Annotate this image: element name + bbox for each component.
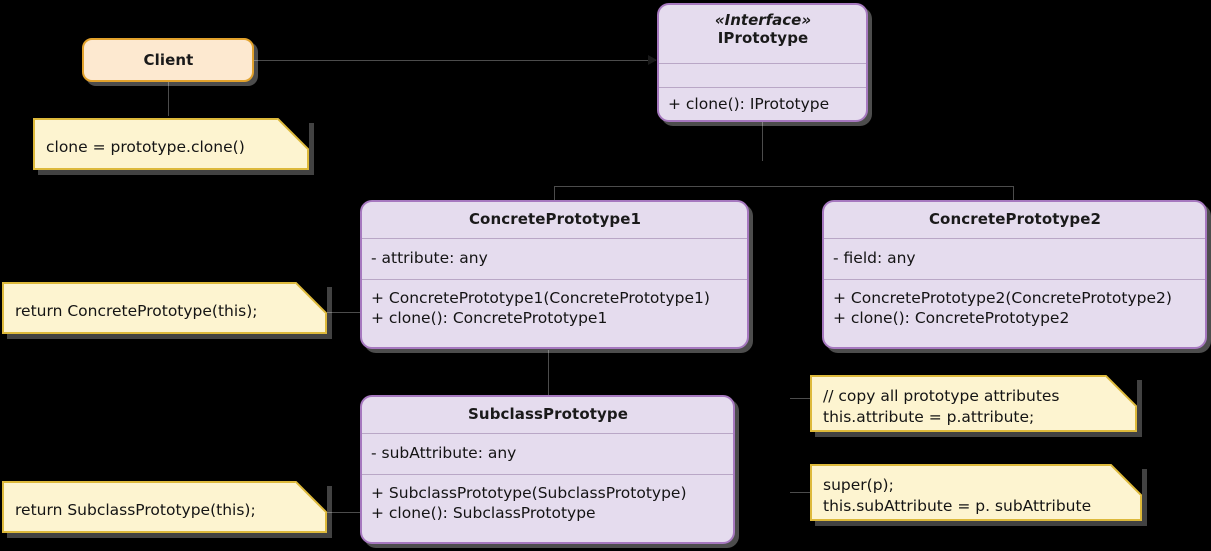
note-client-clone[interactable]: clone = prototype.clone() xyxy=(33,118,309,170)
connector-concrete-note-anchor xyxy=(326,312,362,313)
concrete2-attributes-compartment: - field: any xyxy=(824,238,1205,279)
connector-super-note-anchor xyxy=(790,492,810,493)
arrowhead-client-to-iprototype xyxy=(648,55,657,65)
note-copy-attributes[interactable]: // copy all prototype attributes this.at… xyxy=(810,375,1137,432)
attribute-row: - attribute: any xyxy=(371,249,488,267)
concrete1-attributes-compartment: - attribute: any xyxy=(362,238,747,279)
operation-row: + clone(): SubclassPrototype xyxy=(371,504,596,523)
concrete1-operations-compartment: + ConcretePrototype1(ConcretePrototype1)… xyxy=(362,279,747,347)
operation-row: + clone(): ConcretePrototype2 xyxy=(833,309,1070,328)
connector-copy-note-anchor xyxy=(790,398,810,399)
connector-client-to-iprototype xyxy=(254,60,656,61)
attribute-row: - subAttribute: any xyxy=(371,444,517,462)
class-name-concreteprototype2: ConcretePrototype2 xyxy=(928,210,1102,228)
iprototype-attributes-compartment xyxy=(659,63,866,87)
note-line: return ConcretePrototype(this); xyxy=(15,302,258,320)
class-box-iprototype[interactable]: «Interface» IPrototype + clone(): IProto… xyxy=(657,3,868,122)
operation-row: + ConcretePrototype2(ConcretePrototype2) xyxy=(833,289,1172,307)
connector-clientnote-anchor xyxy=(168,80,169,116)
class-name-subclassprototype: SubclassPrototype xyxy=(468,405,628,423)
client-title-compartment: Client xyxy=(84,40,252,75)
note-return-concreteprototype[interactable]: return ConcretePrototype(this); xyxy=(2,282,327,334)
note-super-subattribute[interactable]: super(p); this.subAttribute = p. subAttr… xyxy=(810,464,1142,521)
operation-row: + clone(): ConcretePrototype1 xyxy=(371,309,608,328)
operation-row: + ConcretePrototype1(ConcretePrototype1) xyxy=(371,289,710,307)
concrete1-title-compartment: ConcretePrototype1 xyxy=(362,202,747,238)
connector-generalization-bar xyxy=(554,186,1014,187)
class-box-subclassprototype[interactable]: SubclassPrototype - subAttribute: any + … xyxy=(360,395,735,544)
class-box-concreteprototype1[interactable]: ConcretePrototype1 - attribute: any + Co… xyxy=(360,200,749,349)
subclass-attributes-compartment: - subAttribute: any xyxy=(362,433,733,474)
connector-subclass-note-anchor xyxy=(326,512,362,513)
iprototype-operations-compartment: + clone(): IPrototype xyxy=(659,87,866,120)
note-text-block: clone = prototype.clone() xyxy=(46,126,297,158)
connector-iprototype-trunk xyxy=(762,121,763,161)
attribute-row: - field: any xyxy=(833,249,916,267)
note-line: this.subAttribute = p. subAttribute xyxy=(823,497,1092,516)
note-text-block: return SubclassPrototype(this); xyxy=(15,489,315,521)
note-text-block: // copy all prototype attributes this.at… xyxy=(823,383,1125,429)
iprototype-title-compartment: «Interface» IPrototype xyxy=(659,5,866,63)
note-line: clone = prototype.clone() xyxy=(46,138,245,156)
connector-to-concrete1 xyxy=(554,186,555,200)
class-name-iprototype: IPrototype xyxy=(717,29,809,47)
concrete2-operations-compartment: + ConcretePrototype2(ConcretePrototype2)… xyxy=(824,279,1205,347)
note-text-block: return ConcretePrototype(this); xyxy=(15,290,315,322)
subclass-operations-compartment: + SubclassPrototype(SubclassPrototype) +… xyxy=(362,474,733,542)
note-line: return SubclassPrototype(this); xyxy=(15,501,256,519)
subclass-title-compartment: SubclassPrototype xyxy=(362,397,733,433)
note-line: // copy all prototype attributes xyxy=(823,387,1060,405)
connector-concrete1-to-subclass xyxy=(548,350,549,395)
class-box-concreteprototype2[interactable]: ConcretePrototype2 - field: any + Concre… xyxy=(822,200,1207,349)
note-line: this.attribute = p.attribute; xyxy=(823,408,1035,427)
note-line: super(p); xyxy=(823,476,894,494)
class-name-concreteprototype1: ConcretePrototype1 xyxy=(468,210,642,228)
class-box-client[interactable]: Client xyxy=(82,38,254,82)
note-return-subclassprototype[interactable]: return SubclassPrototype(this); xyxy=(2,481,327,533)
class-stereotype-iprototype: «Interface» xyxy=(714,11,812,29)
operation-row: + clone(): IPrototype xyxy=(668,95,830,113)
operation-row: + SubclassPrototype(SubclassPrototype) xyxy=(371,484,687,502)
note-text-block: super(p); this.subAttribute = p. subAttr… xyxy=(823,472,1130,518)
connector-to-concrete2 xyxy=(1013,186,1014,200)
class-name-client: Client xyxy=(143,51,194,69)
concrete2-title-compartment: ConcretePrototype2 xyxy=(824,202,1205,238)
